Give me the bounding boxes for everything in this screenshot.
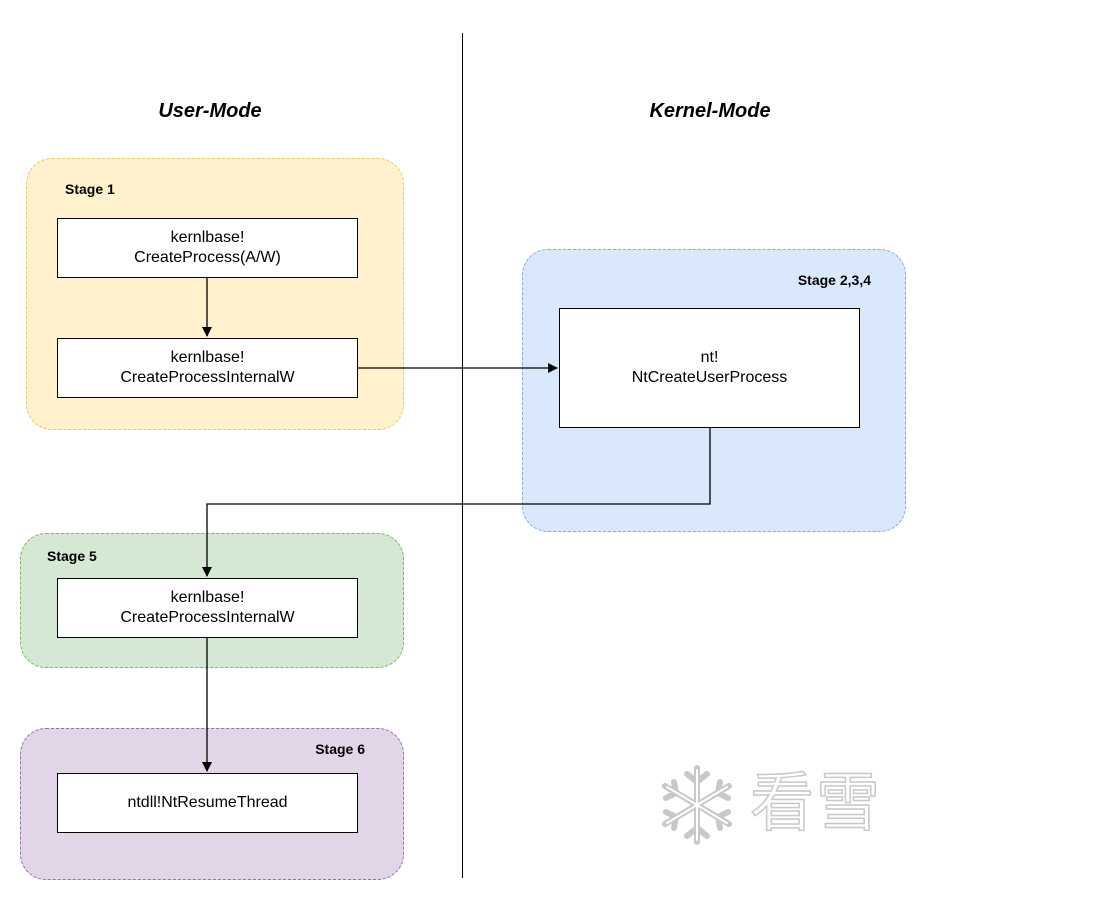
create-process-internal-2-line1: kernlbase! <box>170 589 245 606</box>
create-process-internal-line1: kernlbase! <box>170 349 245 366</box>
nt-create-user-process-line1: nt! <box>700 349 719 366</box>
snowflake-icon <box>662 765 732 845</box>
create-process-line1: kernlbase! <box>170 229 245 246</box>
stage-234-label: Stage 2,3,4 <box>797 272 871 288</box>
create-process-internal-node-stage1: kernlbase! CreateProcessInternalW <box>57 338 358 398</box>
nt-create-user-process-line2: NtCreateUserProcess <box>631 369 788 386</box>
stage-5-label: Stage 5 <box>47 548 97 564</box>
user-mode-heading: User-Mode <box>158 100 262 122</box>
stage-6-label: Stage 6 <box>315 741 365 757</box>
watermark-text: 看雪 <box>749 766 882 842</box>
kanxue-watermark: 看雪 <box>652 760 892 850</box>
nt-resume-thread-node: ntdll!NtResumeThread <box>57 773 358 833</box>
mode-divider-line <box>462 33 463 878</box>
create-process-line2: CreateProcess(A/W) <box>134 249 281 266</box>
stage-1-label: Stage 1 <box>65 181 115 197</box>
arrow-ntcreateuserprocess-to-stage5 <box>202 428 711 577</box>
nt-resume-thread-label: ntdll!NtResumeThread <box>127 794 288 811</box>
create-process-node: kernlbase! CreateProcess(A/W) <box>57 218 358 278</box>
kernel-mode-heading: Kernel-Mode <box>649 100 771 122</box>
create-process-internal-2-line2: CreateProcessInternalW <box>120 609 295 626</box>
create-process-internal-node-stage5: kernlbase! CreateProcessInternalW <box>57 578 358 638</box>
nt-create-user-process-node: nt! NtCreateUserProcess <box>559 308 860 428</box>
create-process-internal-line2: CreateProcessInternalW <box>120 369 295 386</box>
